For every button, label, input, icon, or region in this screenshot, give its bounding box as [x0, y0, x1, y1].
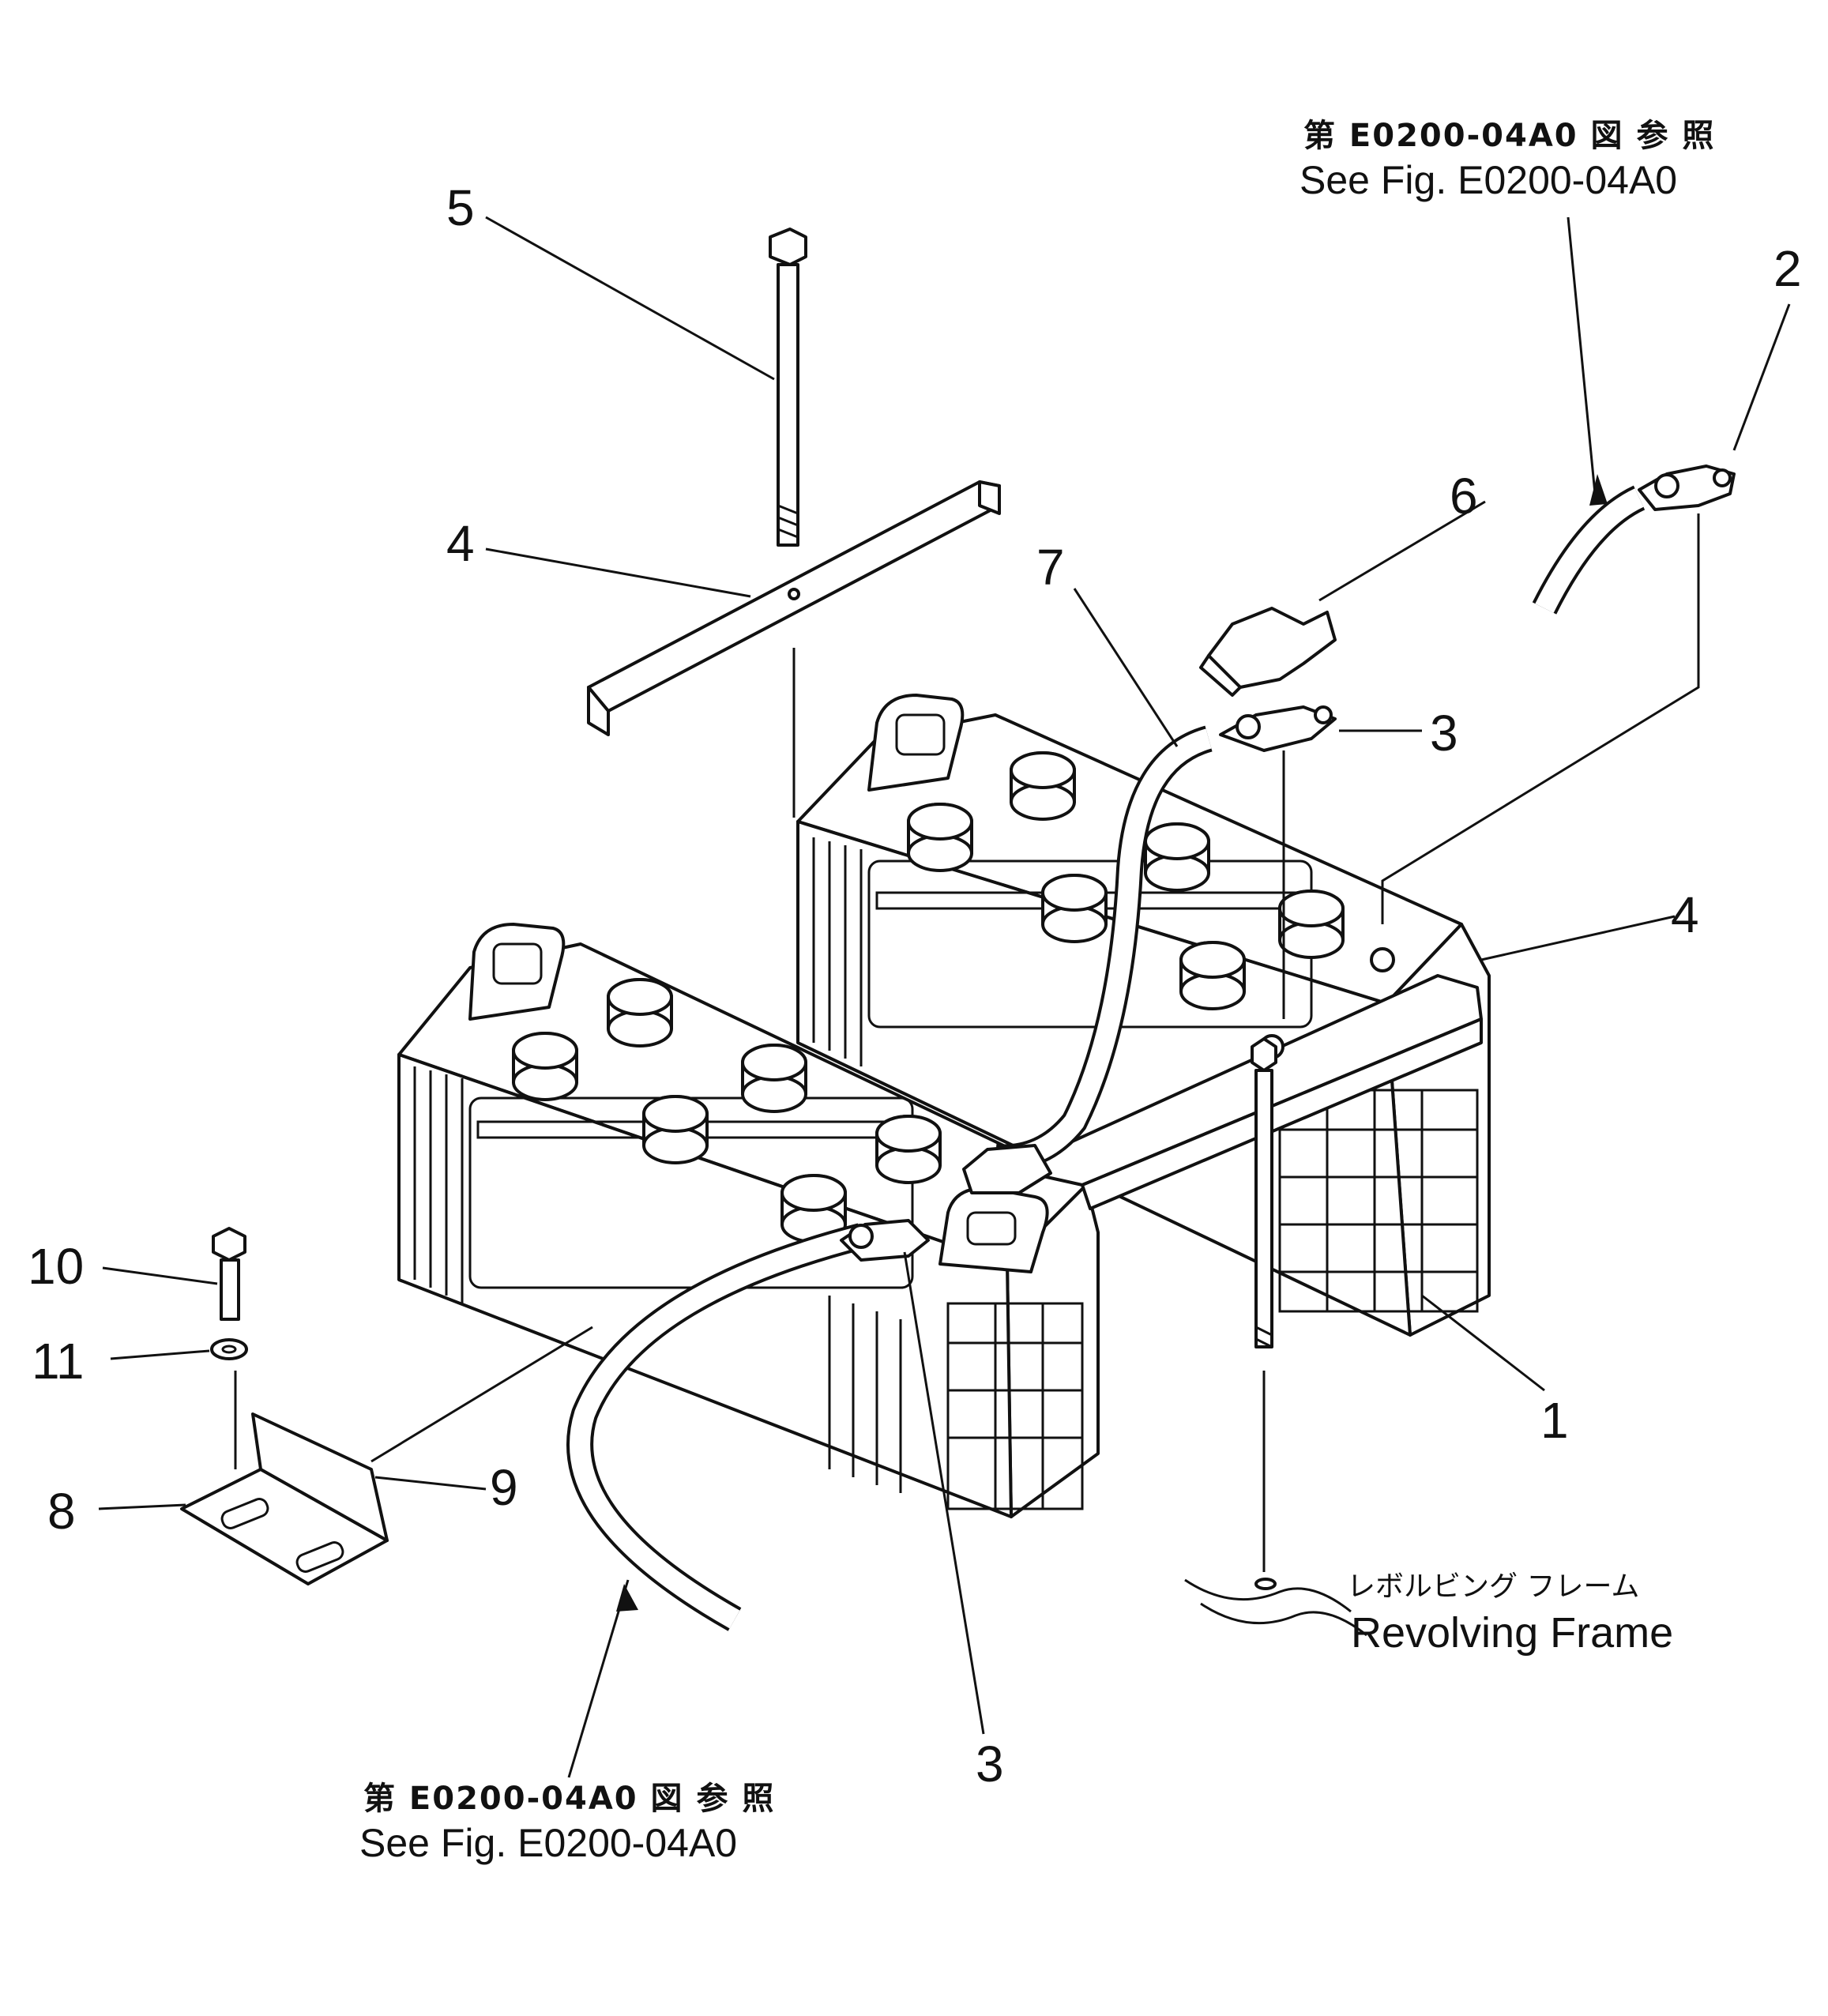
clamp-bar-lower	[1010, 947, 1483, 1210]
callout-3-lower: 3	[976, 1736, 1004, 1792]
callout-6: 6	[1450, 468, 1478, 525]
washer	[210, 1338, 248, 1360]
callout-3-upper: 3	[1430, 705, 1458, 762]
callout-2: 2	[1773, 240, 1802, 297]
revolving-frame-label-jp: レボルビング フレーム	[1347, 1570, 1639, 1603]
terminal-cover	[1199, 607, 1337, 697]
callout-7: 7	[1036, 539, 1065, 596]
reference-top-jp: 第 E0200-04A0 図 参 照	[1303, 118, 1715, 154]
bracket	[180, 1412, 389, 1585]
battery-front	[397, 923, 1100, 1518]
revolving-frame-label-en: Revolving Frame	[1351, 1609, 1673, 1657]
callout-5: 5	[446, 179, 475, 236]
reference-top-en: See Fig. E0200-04A0	[1300, 158, 1677, 202]
callout-4-upper: 4	[446, 515, 475, 572]
clamp-bar-upper	[587, 480, 1001, 736]
callout-8: 8	[47, 1483, 76, 1540]
stud-bolt	[1251, 1037, 1277, 1348]
cable-lower	[566, 1219, 930, 1631]
reference-bottom-jp: 第 E0200-04A0 図 参 照	[363, 1781, 775, 1817]
bolt-long	[769, 228, 807, 547]
reference-bottom-en: See Fig. E0200-04A0	[359, 1821, 737, 1865]
arrow-heads	[616, 474, 1608, 1612]
callout-4-lower: 4	[1671, 886, 1699, 943]
revolving-frame	[1184, 1578, 1367, 1637]
cable-connector	[962, 705, 1337, 1194]
callout-1: 1	[1540, 1392, 1569, 1449]
leader-lines	[98, 216, 1791, 1778]
cable-end-upper	[1532, 465, 1736, 615]
callout-10: 10	[28, 1238, 84, 1295]
callout-11: 11	[32, 1333, 84, 1390]
bolt-small	[212, 1227, 246, 1321]
callout-9: 9	[490, 1459, 518, 1516]
